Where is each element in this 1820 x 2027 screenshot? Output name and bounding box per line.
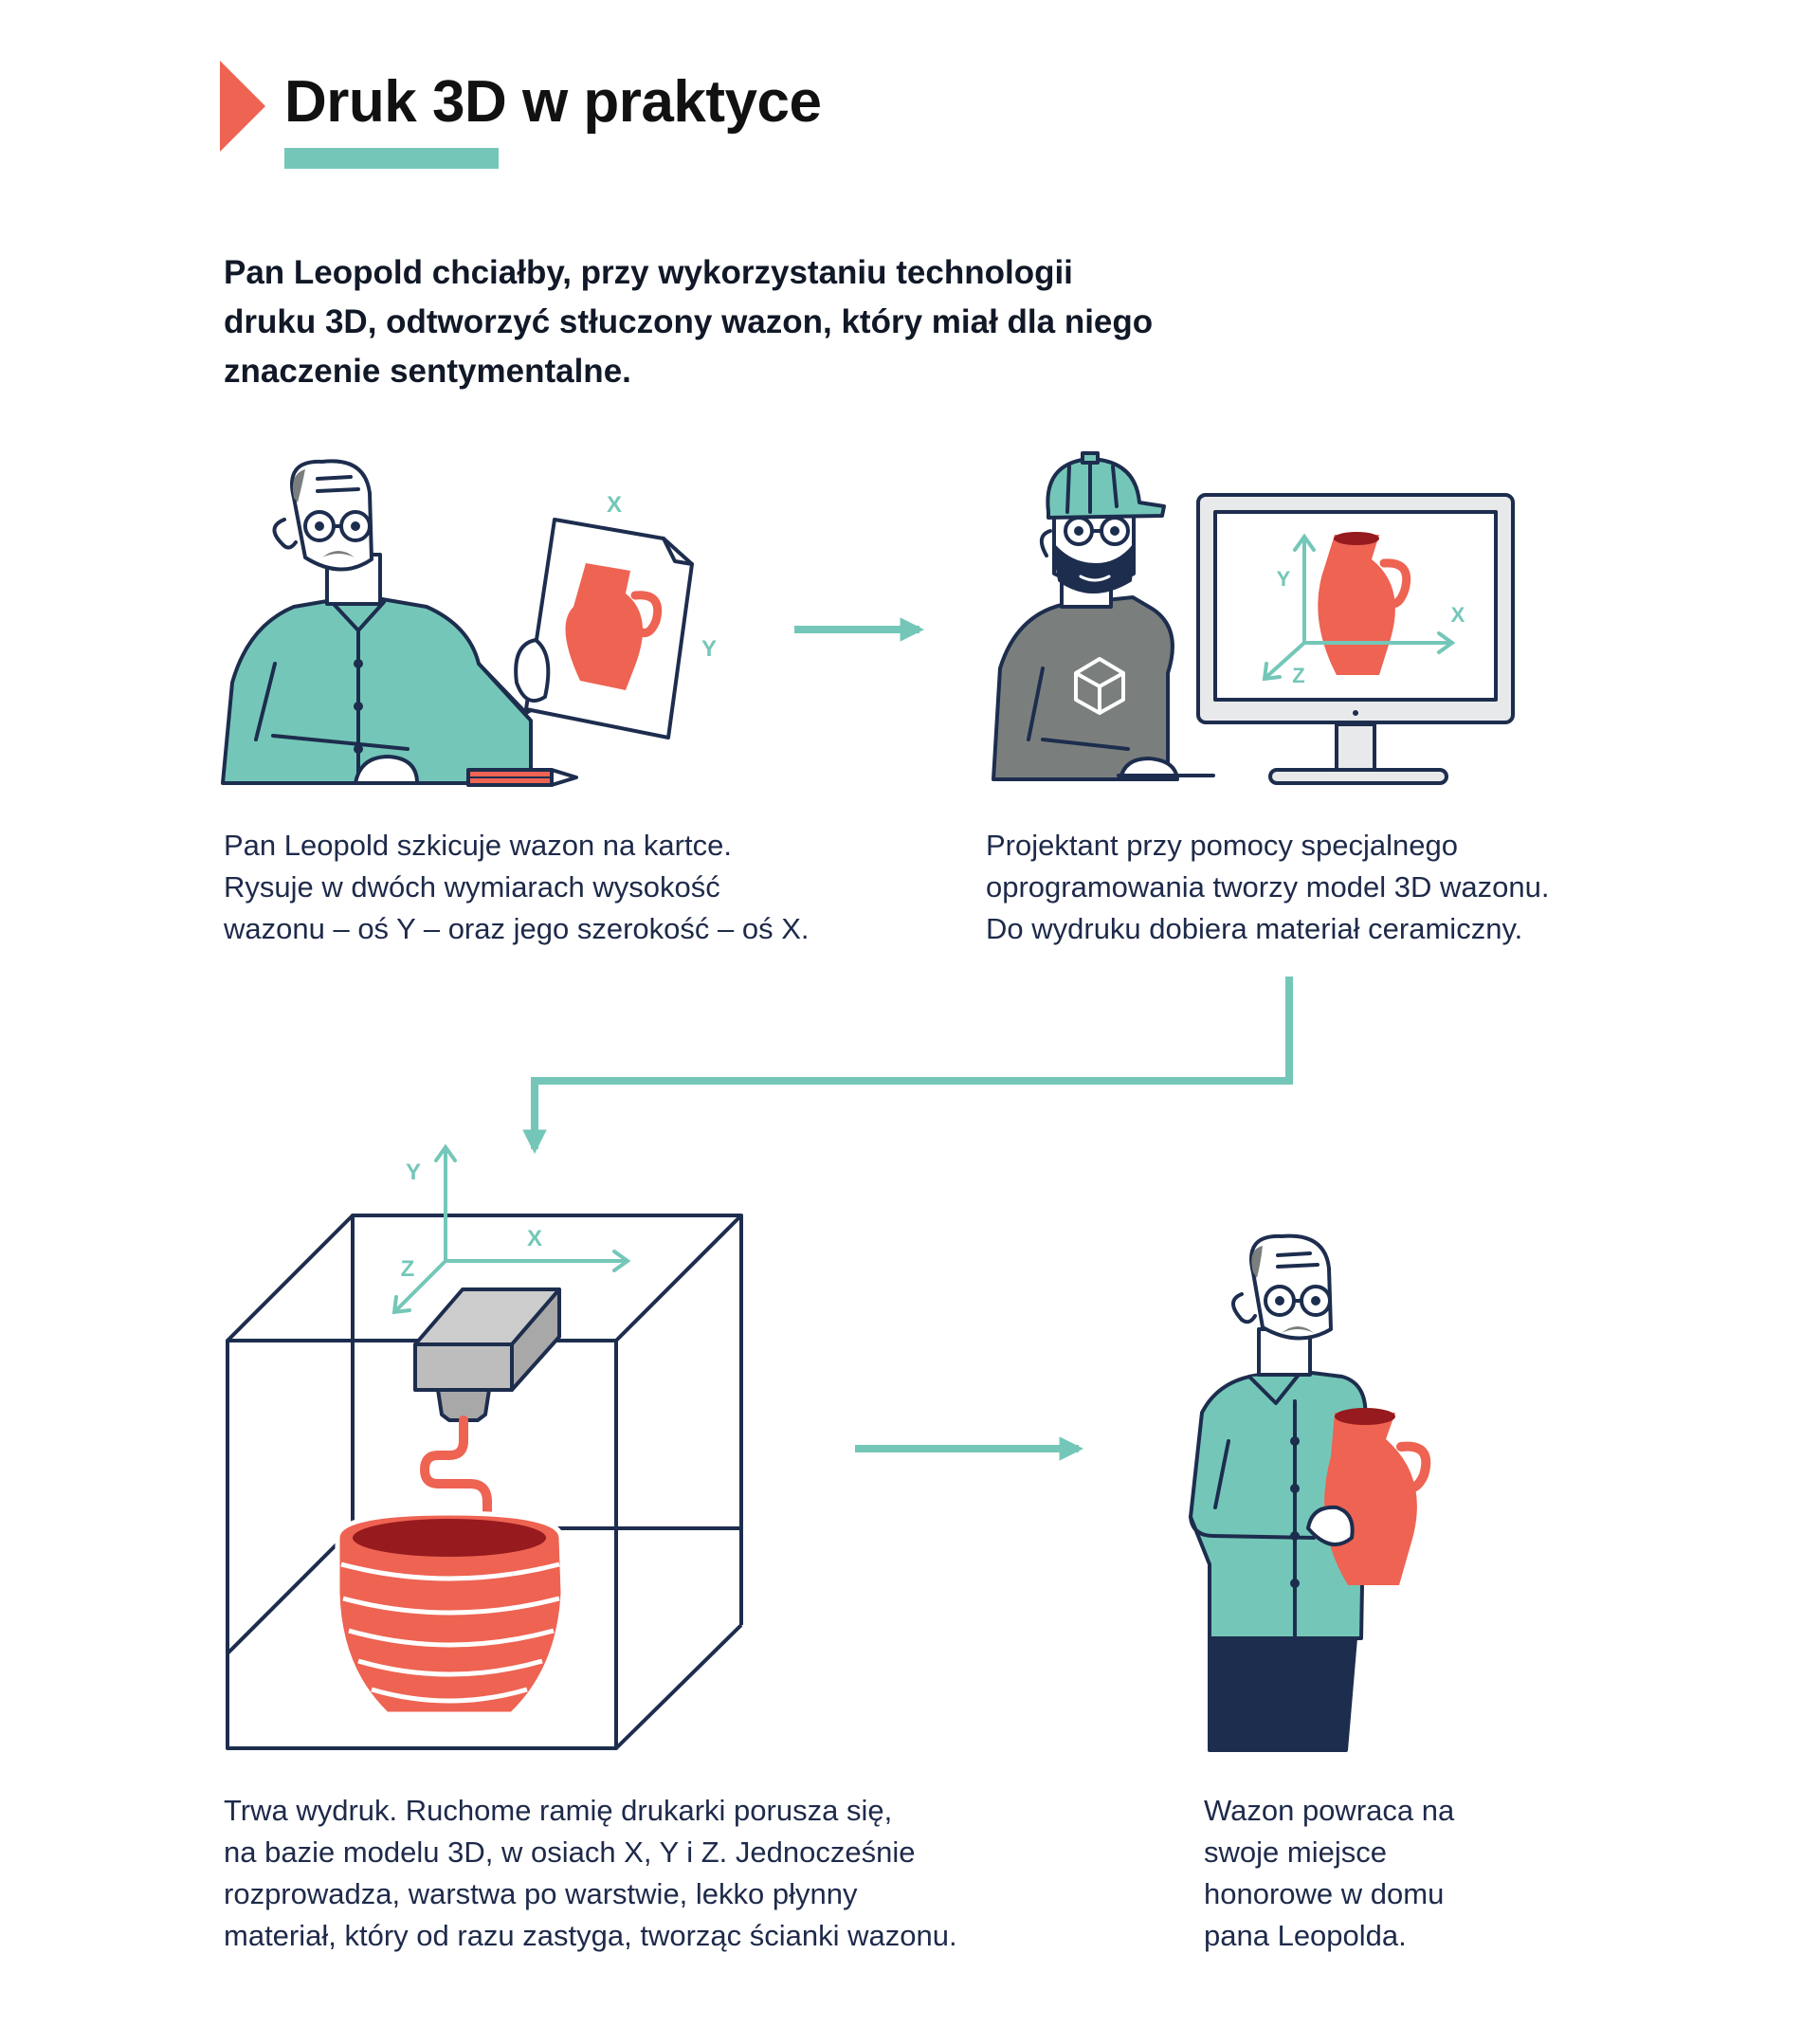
title-underline xyxy=(284,148,499,169)
printed-vase xyxy=(335,1510,566,1717)
cube-icon xyxy=(1074,657,1125,715)
step1-axis-x: X xyxy=(607,492,622,518)
step3-illustration xyxy=(226,1214,743,1750)
step3-caption-line: na bazie modelu 3D, w osiach X, Y i Z. J… xyxy=(224,1835,916,1869)
step4-caption-line: swoje miejsce xyxy=(1204,1835,1387,1869)
step1-illustration xyxy=(221,459,694,787)
step3-caption: Trwa wydruk. Ruchome ramię drukarki poru… xyxy=(224,1790,957,1957)
step4-caption: Wazon powraca na swoje miejsce honorowe … xyxy=(1204,1790,1454,1957)
step4-caption-line: pana Leopolda. xyxy=(1204,1919,1407,1952)
page-title: Druk 3D w praktyce xyxy=(284,69,822,135)
intro-text: Pan Leopold chciałby, przy wykorzystaniu… xyxy=(224,254,1154,390)
print-head xyxy=(413,1287,561,1422)
filament xyxy=(419,1415,492,1522)
sketch-vase xyxy=(565,563,643,690)
screen-vase xyxy=(1318,535,1395,675)
step1-caption: Pan Leopold szkicuje wazon na kartce. Ry… xyxy=(224,825,810,950)
step2-caption-line: oprogramowania tworzy model 3D wazonu. xyxy=(986,870,1550,904)
trousers xyxy=(1208,1636,1357,1752)
shirt xyxy=(221,593,533,785)
step2-caption-line: Projektant przy pomocy specjalnego xyxy=(986,829,1458,862)
step3-caption-line: Trwa wydruk. Ruchome ramię drukarki poru… xyxy=(224,1794,893,1827)
baseball-cap xyxy=(1046,457,1166,520)
step4-caption-line: honorowe w domu xyxy=(1204,1877,1445,1910)
step1-caption-line: wazonu – oś Y – oraz jego szerokość – oś… xyxy=(224,912,810,945)
held-vase xyxy=(1324,1413,1417,1585)
step4-illustration xyxy=(1189,1233,1431,1752)
beard xyxy=(1052,544,1136,593)
step2-illustration xyxy=(992,451,1515,785)
arrow-step2-to-step3 xyxy=(522,977,1293,1155)
step3-caption-line: rozprowadza, warstwa po warstwie, lekko … xyxy=(224,1877,858,1910)
step2-axis-y: Y xyxy=(1277,567,1291,591)
step1-caption-line: Pan Leopold szkicuje wazon na kartce. xyxy=(224,829,732,862)
step1-axis-y: Y xyxy=(701,636,717,662)
step2-axis-z: Z xyxy=(1292,664,1304,687)
step2-caption: Projektant przy pomocy specjalnego oprog… xyxy=(986,825,1549,950)
step3-axis-z: Z xyxy=(401,1256,415,1282)
designer-shirt xyxy=(992,595,1174,781)
title-marker-triangle xyxy=(220,61,265,152)
step3-axis-y: Y xyxy=(406,1160,421,1185)
step4-caption-line: Wazon powraca na xyxy=(1204,1794,1455,1827)
step3-caption-line: materiał, który od razu zastyga, tworząc… xyxy=(224,1919,957,1952)
pencil-icon xyxy=(466,768,578,787)
step2-axis-x: X xyxy=(1451,603,1465,627)
step3-axis-x: X xyxy=(527,1226,542,1251)
monitor-stand xyxy=(1335,722,1376,774)
step2-caption-line: Do wydruku dobiera materiał ceramiczny. xyxy=(986,912,1523,945)
step1-caption-line: Rysuje w dwóch wymiarach wysokość xyxy=(224,870,720,904)
